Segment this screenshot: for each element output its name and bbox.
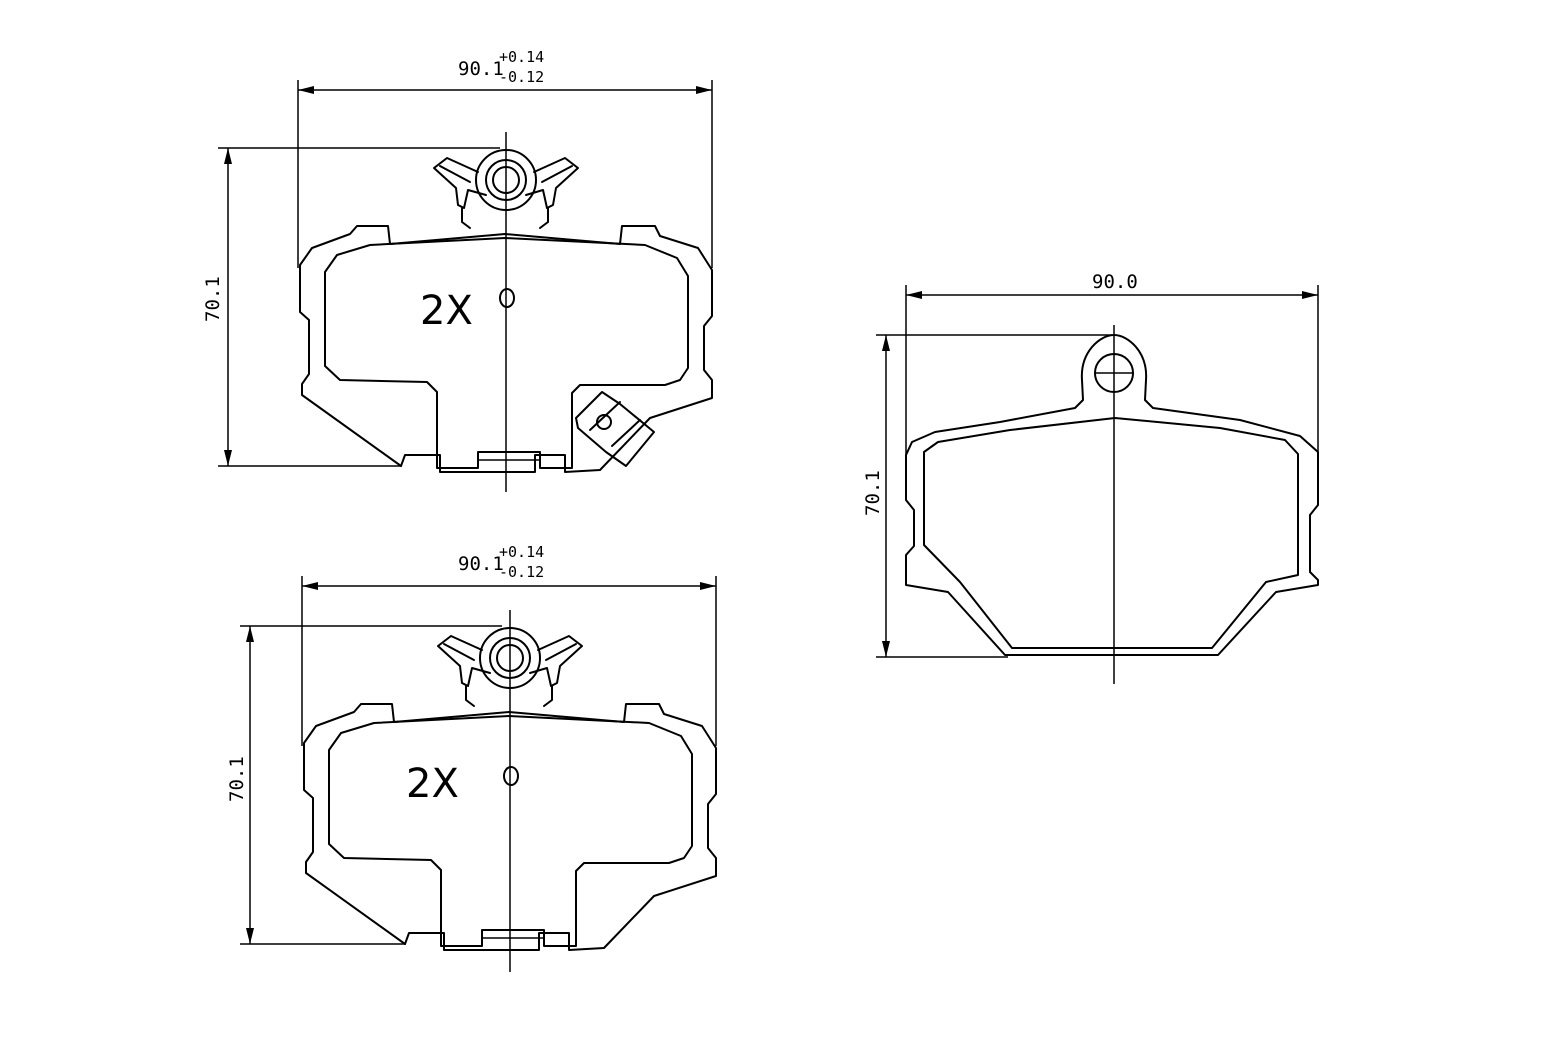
quantity-label: 2X (406, 761, 459, 807)
view-bottom-left: 90.1 +0.14 -0.12 70.1 2X (226, 543, 717, 972)
width-tolerance-upper: +0.14 (499, 543, 544, 561)
brake-pad-outline (905, 334, 1319, 656)
width-nominal-label: 90.1 (458, 553, 504, 575)
width-dimension: 90.0 (905, 271, 1319, 455)
height-dimension: 70.1 (226, 625, 502, 945)
view-right: 90.0 70.1 (862, 271, 1319, 684)
height-dimension: 70.1 (202, 147, 500, 467)
height-label: 70.1 (202, 276, 224, 322)
height-label: 70.1 (862, 470, 884, 516)
height-label: 70.1 (226, 756, 248, 802)
view-top-left: 90.1 +0.14 -0.12 70.1 2X (202, 48, 713, 492)
quantity-label: 2X (420, 288, 473, 334)
width-tolerance-upper: +0.14 (499, 48, 544, 66)
width-nominal-label: 90.1 (458, 58, 504, 80)
height-dimension: 70.1 (862, 334, 1112, 658)
width-dimension: 90.1 +0.14 -0.12 (301, 543, 717, 746)
width-tolerance-lower: -0.12 (499, 563, 544, 581)
friction-material-outline (923, 417, 1299, 649)
width-tolerance-lower: -0.12 (499, 68, 544, 86)
width-label: 90.0 (1092, 271, 1138, 293)
width-dimension: 90.1 +0.14 -0.12 (297, 48, 713, 268)
